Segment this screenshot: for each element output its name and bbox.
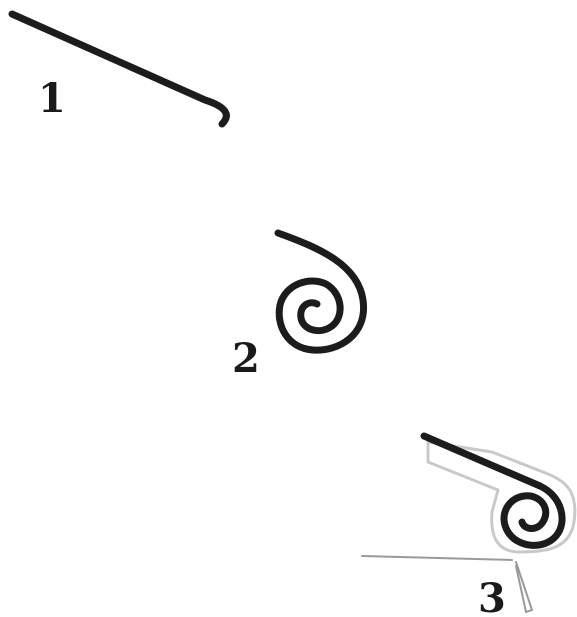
step-2-spiral — [278, 233, 364, 350]
step-3-wire — [424, 436, 540, 486]
step-3-label: 3 — [478, 575, 506, 617]
step-3-group: 3 — [362, 436, 575, 617]
step-1-group: 1 — [12, 14, 226, 124]
step-2-group: 2 — [232, 233, 364, 382]
step-3-needle-tip — [516, 562, 532, 612]
step-2-label: 2 — [232, 335, 260, 382]
step-1-label: 1 — [38, 75, 66, 122]
step-3-coil — [504, 486, 562, 545]
step-3-needle-horizontal — [362, 556, 512, 560]
